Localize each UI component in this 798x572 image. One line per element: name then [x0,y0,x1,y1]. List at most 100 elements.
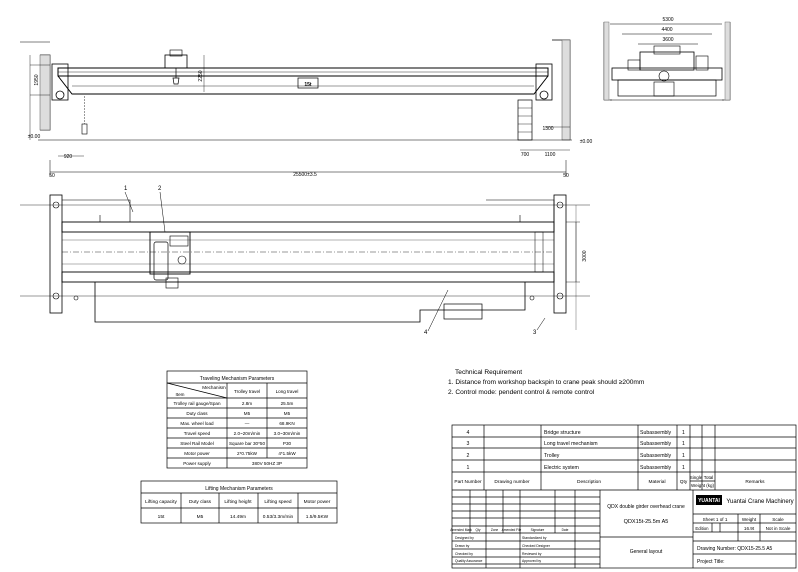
elevation-view [20,39,572,176]
amend-header: Zone [491,528,498,532]
travel-head-long: Long travel [276,389,299,394]
role-left: Quality Assurance [455,559,482,563]
part-material: Subassembly [640,430,672,436]
lift-value: 14.49m [230,514,246,520]
travel-table-title: Traveling Mechanism Parameters [200,376,275,382]
travel-row-a: 2*0.75kW [237,451,258,456]
part-desc: Long travel mechanism [544,441,598,447]
part-material: Subassembly [640,453,672,459]
travel-row-b: 4*1.5kW [278,451,296,456]
travel-row-b: M5 [284,411,291,416]
plan-span-dim: 3000 [582,250,588,261]
hdr-part-number: Part Number [454,479,482,485]
weight-value: 16.9t [744,526,755,531]
travel-row-item: Max. wheel load [180,421,214,426]
weight-label: Weight [742,517,757,522]
role-left: Designed by [455,536,474,540]
title-block: YUANTAI Yuantai Crane Machinery 4 Bridge… [450,424,797,569]
part-qty: 1 [682,453,685,459]
hdr-description: Description [577,479,601,485]
part-qty: 1 [682,441,685,447]
right-end-dim: 50 [563,173,569,179]
project-title: Project Title: [697,559,725,565]
right-dim-b: 1100 [545,152,556,158]
drawing-number: Drawing Number: QDX15-25.5 A5 [697,546,773,552]
travel-row-b: 68.9KN [279,421,294,426]
travel-supply-label: Power supply [183,461,211,466]
side-gauge-dim: 3600 [662,37,673,43]
product-model: QDX15t-25.5m A5 [624,519,669,525]
sheet-label: Sheet 1 of 1 [703,517,728,522]
part-no: 3 [467,441,470,447]
side-view-labels: 5300 4400 3600 [661,17,673,43]
role-left: Drawn by [455,544,470,548]
lift-value: M5 [197,514,204,520]
lift-header: Duty class [189,499,212,505]
lift-header: Motor power [304,499,331,505]
level-left: ±0.00 [28,134,41,140]
amend-header: Date [562,528,569,532]
scale-value: Not in Scale [766,526,791,531]
callout-1: 1 [124,186,128,192]
hdr-total: Total [704,475,714,480]
callout-4: 4 [424,330,428,336]
hdr-drawing-number: Drawing number [494,479,530,485]
left-end-dim: 50 [49,173,55,179]
part-qty: 1 [682,465,685,471]
role-right: Standardized by [522,536,547,540]
lift-table-title: Lifting Mechanism Parameters [205,486,273,492]
part-no: 2 [467,453,470,459]
hdr-weight: Weight (kg) [691,483,714,488]
lift-header: Lifting capacity [145,499,177,505]
hook-dim: 920 [64,154,73,160]
travel-row-b: P30 [283,441,292,446]
tech-req-item-1: 1. Distance from workshop backspin to cr… [448,379,645,386]
travel-head-item: Item [176,392,185,397]
hdr-qty: Qty [680,479,688,485]
product-name: QDX double girder overhead crane [607,504,685,510]
part-qty: 1 [682,430,685,436]
travel-row-a: M5 [244,411,251,416]
capacity-plate: 15t [304,82,312,88]
scale-label: Scale [772,517,784,522]
travel-row-a: Square bar 30*50 [229,441,265,446]
span-dimension: 25500±3.5 [293,172,317,178]
callout-3: 3 [533,330,537,336]
part-material: Subassembly [640,465,672,471]
lift-value: 1.5/9.5KW [306,514,329,520]
hdr-remarks: Remarks [745,479,765,485]
travel-row-a: — [245,421,250,426]
lift-value: 15t [158,514,165,520]
part-desc: Bridge structure [544,430,581,436]
lift-params-table: Lifting Mechanism Parameters Lifting cap… [140,480,338,524]
travel-params-table: Traveling Mechanism Parameters Mechanism… [166,370,308,469]
travel-row-item: Travel speed [184,431,211,436]
tech-req-item-2: 2. Control mode: pendent control & remot… [448,389,595,396]
lift-value: 0.53/3.3m/min [263,514,294,520]
role-right: Checked Designer [522,544,551,548]
travel-head-mech: Mechanism [202,385,226,390]
amend-header: Amended Mark [450,528,472,532]
plan-view [20,191,590,332]
company-logo-box [696,495,722,505]
role-left: Checked by [455,552,473,556]
travel-row-item: Steel Rail Model [180,441,213,446]
role-right: Reviewed by [522,552,542,556]
edition-label: Edition [695,526,709,531]
part-material: Subassembly [640,441,672,447]
travel-head-trolley: Trolley travel [234,389,260,394]
left-height-dim: 1950 [34,74,40,85]
plan-view-labels: 1 2 4 3 3000 [124,186,588,336]
side-overall-dim: 5300 [662,17,673,23]
lower-height-dim: 1300 [542,126,553,132]
callout-2: 2 [158,186,162,192]
amend-header: Amended File [502,528,522,532]
lift-header: Lifting height [224,499,252,505]
part-no: 4 [467,430,470,436]
right-dim-a: 700 [521,152,530,158]
travel-row-item: Trolley rail gauge/Span [173,401,221,406]
side-inner-dim: 4400 [661,27,672,33]
company-logo: YUANTAI [698,498,720,504]
travel-row-a: 2.0~20m/min [234,431,261,436]
